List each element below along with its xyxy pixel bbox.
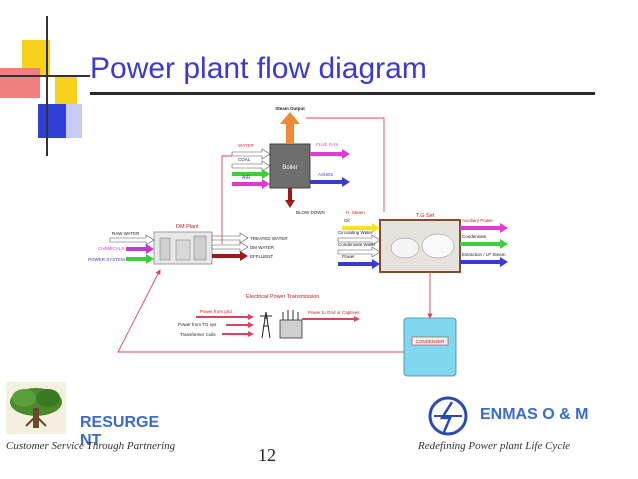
oil-arrow xyxy=(342,223,380,233)
transmission-title: Electrical Power Transmission xyxy=(246,294,319,300)
from-tg-arrow xyxy=(226,322,254,328)
hp-steam-label: H. Steam xyxy=(346,210,365,215)
tg-set-section: T.G Set H. Steam Oil Circulating Water C… xyxy=(337,210,508,273)
treated-water-arrow xyxy=(211,232,249,244)
left-brand: RESURGE NT xyxy=(80,414,160,449)
water-arrow xyxy=(231,148,271,160)
right-brand: ENMAS O & M xyxy=(480,406,589,423)
raw-water-arrow xyxy=(109,234,155,246)
steam-output-label: Steam Output xyxy=(275,106,305,111)
water-label: WATER xyxy=(238,143,254,148)
condenser-box xyxy=(403,317,457,377)
page-number: 12 xyxy=(258,445,276,465)
to-grid-label: Power to Grid or Captives xyxy=(308,310,360,315)
condensate-label: Condensate xyxy=(462,234,487,239)
power-system-label: POWER SYSTEM xyxy=(88,257,125,262)
transformer-arrow xyxy=(222,331,254,337)
dm-plant-section: DM Plant RAW WATER CHEMICALS POWER SYSTE… xyxy=(88,224,288,265)
page-title: Power plant flow diagram xyxy=(90,52,427,85)
transformer-label: Transformer Coils xyxy=(180,332,216,337)
from-grid-arrow xyxy=(196,314,254,320)
power-system-arrow xyxy=(126,254,154,264)
chemicals-label: CHEMICALS xyxy=(98,246,124,251)
auxiliary-power-arrow xyxy=(460,223,508,233)
steam-output-arrow xyxy=(280,112,300,144)
coal-arrow xyxy=(231,160,271,172)
deco-horizontal-line xyxy=(0,75,90,77)
condensate-arrow xyxy=(460,239,508,249)
connector-lines xyxy=(117,117,433,353)
dm-plant-tank-2 xyxy=(175,239,191,261)
flue-gas-arrow xyxy=(310,149,350,159)
dm-plant-tank xyxy=(159,237,171,261)
blow-down-label: BLOW DOWN xyxy=(296,210,325,215)
treated-water-label: TREATED WATER xyxy=(250,236,288,241)
power-in-arrow xyxy=(338,259,380,269)
boiler-to-tg-line xyxy=(306,117,385,212)
chemicals-arrow xyxy=(126,244,154,254)
power-in-label: Power xyxy=(342,254,355,259)
oil-label: Oil xyxy=(344,218,350,223)
extraction-arrow xyxy=(460,257,508,267)
ashes-label: ASHES xyxy=(318,172,333,177)
condenser-label-box xyxy=(411,336,449,346)
deco-red-square xyxy=(0,68,40,98)
generator-shape xyxy=(421,233,455,259)
ashes-arrow xyxy=(310,177,350,187)
air-arrow xyxy=(232,179,270,189)
from-tg-label: Power from TG sys xyxy=(178,322,217,327)
title-divider xyxy=(90,92,595,95)
left-tagline: Customer Service Through Partnering xyxy=(6,440,176,452)
condenser-return-line xyxy=(117,269,404,353)
effluent-label: EFFLUENT xyxy=(250,254,274,259)
boiler-section: Boiler Steam Output WATER COAL AIR FLUE … xyxy=(231,106,350,215)
resurgent-tree-logo xyxy=(6,382,66,434)
deco-blue-square xyxy=(38,104,66,138)
deco-vertical-line xyxy=(46,16,48,156)
dm-water-arrow xyxy=(211,241,249,253)
blow-down-arrow xyxy=(285,188,295,208)
circulating-water-arrow xyxy=(337,234,381,246)
extraction-label: Extraction / LP Steam xyxy=(462,252,506,257)
auxiliary-power-label: Auxiliary Power xyxy=(462,218,494,223)
transmission-tower-icon xyxy=(260,311,272,339)
transmission-section: Electrical Power Transmission Power from… xyxy=(178,294,360,339)
raw-water-label: RAW WATER xyxy=(112,231,140,236)
circulating-water-label: Circulating Water xyxy=(338,230,373,235)
dm-plant-title: DM Plant xyxy=(176,224,199,230)
dm-to-boiler-line xyxy=(221,155,232,244)
deco-lightblue-square xyxy=(66,104,82,138)
tg-set-title: T.G Set xyxy=(416,213,435,219)
enmas-logo-icon xyxy=(428,396,468,436)
right-tagline: Redefining Power plant Life Cycle xyxy=(418,440,571,452)
deco-yellow-square-2 xyxy=(55,76,77,104)
transformer-icon xyxy=(279,319,303,339)
to-grid-arrow xyxy=(302,316,360,322)
boiler-label: Boiler xyxy=(282,165,297,171)
coal-label: COAL xyxy=(238,157,251,162)
flue-gas-label: FLUE GAS xyxy=(316,142,338,147)
transformer-fins xyxy=(282,310,299,320)
dm-water-label: DM WATER xyxy=(250,245,275,250)
coal-green-arrow xyxy=(232,169,270,179)
condenser-section: CONDENSER xyxy=(403,317,457,377)
from-grid-label: Power from grid xyxy=(200,309,232,314)
air-label: AIR xyxy=(242,175,251,181)
turbine-shape xyxy=(390,237,420,259)
dm-plant-tank-3 xyxy=(193,235,207,261)
effluent-arrow xyxy=(212,251,248,261)
condenser-label: CONDENSER xyxy=(416,339,446,344)
condensate-water-label: Condensate Water xyxy=(338,242,376,247)
condensate-water-arrow xyxy=(337,246,381,258)
